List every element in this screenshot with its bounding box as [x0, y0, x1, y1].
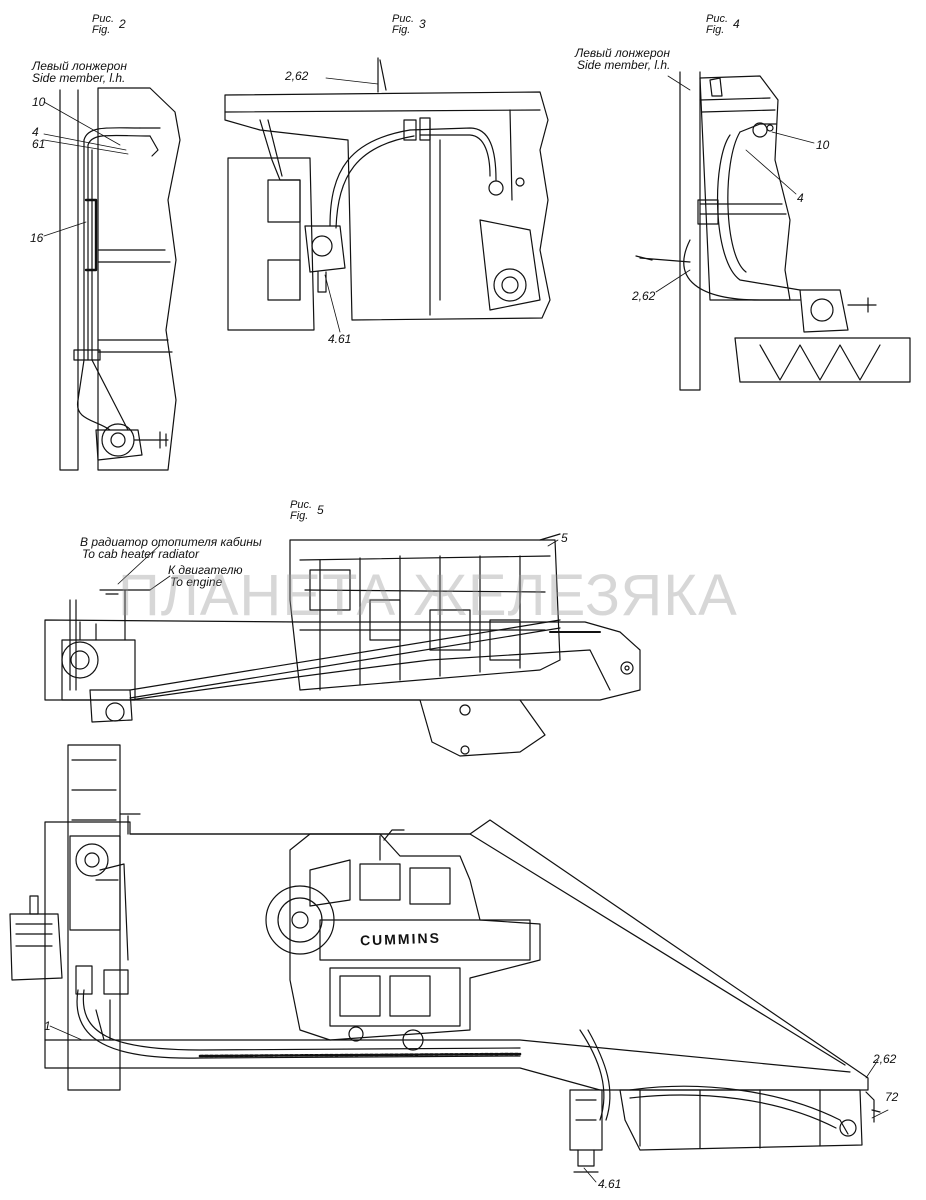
heater-caption-en: To cab heater radiator	[82, 547, 199, 561]
callout-5: 5	[561, 531, 568, 545]
fig3-caption: Рис.Fig. 3	[392, 13, 426, 36]
callout-10-fig2: 10	[32, 95, 46, 109]
callout-4-fig4: 4	[797, 191, 804, 205]
callout-262-engine: 2,62	[873, 1052, 897, 1066]
fig4-caption: Рис.Fig. 4	[706, 13, 740, 36]
fig2-side-member-en: Side member, l.h.	[32, 71, 126, 85]
fig2-caption: Рис.Fig. 2	[92, 13, 126, 36]
callout-16-fig2: 16	[30, 231, 44, 245]
fig4-drawing	[635, 71, 911, 391]
engine-caption-ru: К двигателю	[168, 563, 243, 577]
callout-72: 72	[885, 1090, 899, 1104]
heater-caption-ru: В радиатор отопителя кабины	[80, 535, 262, 549]
callout-4-fig2: 4	[32, 125, 39, 139]
engine-caption-en: To engine	[170, 575, 223, 589]
callout-61-fig2: 61	[32, 137, 46, 151]
engine-brand-label: CUMMINS	[359, 929, 442, 949]
callout-262-fig4: 2,62	[632, 289, 656, 303]
fig4-side-member-en: Side member, l.h.	[577, 58, 671, 72]
fig2-side-member-ru: Левый лонжерон	[32, 59, 127, 73]
watermark: ПЛАНЕТА ЖЕЛЕЗЯКА	[118, 563, 738, 628]
fig2-drawing	[59, 87, 181, 471]
engine-view-drawing	[9, 744, 881, 1173]
callout-262-fig3: 2,62	[285, 69, 309, 83]
fig3-drawing	[224, 57, 551, 331]
leader-lines	[43, 75, 889, 1183]
callout-461-engine: 4.61	[598, 1177, 622, 1191]
fig5-caption: Рис.Fig. 5	[290, 499, 324, 522]
callout-1: 1	[44, 1019, 51, 1033]
callout-461-fig3: 4.61	[328, 332, 352, 346]
callout-10-fig4: 10	[816, 138, 830, 152]
fig5-drawing	[44, 533, 641, 757]
fig4-side-member-ru: Левый лонжерон	[575, 46, 670, 60]
